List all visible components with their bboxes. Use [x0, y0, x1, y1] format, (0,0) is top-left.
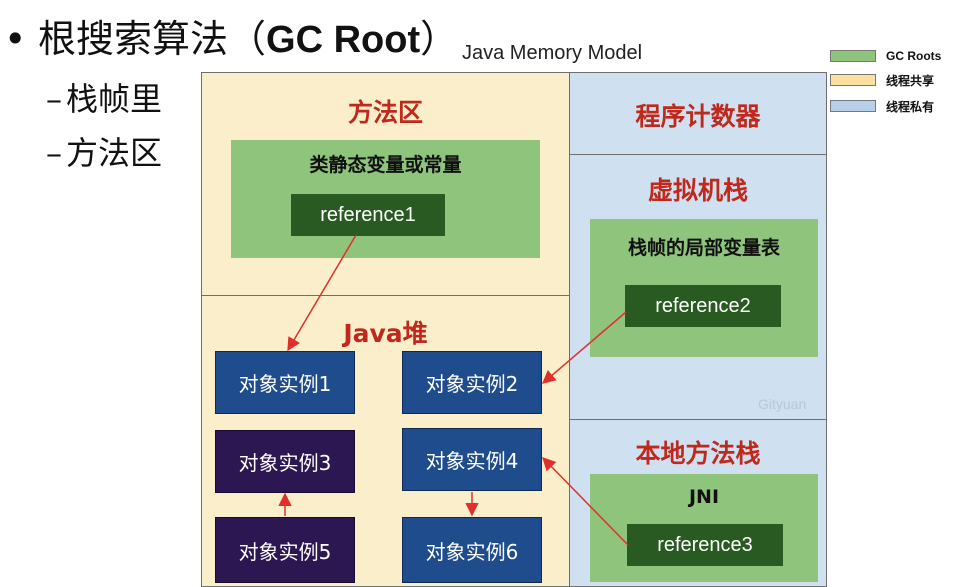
object-instance-3: 对象实例3: [215, 430, 355, 493]
legend-swatch-gc-roots: [830, 50, 876, 62]
bullet-main-suffix: ）: [420, 17, 459, 61]
vm-stack-title: 虚拟机栈: [647, 176, 748, 205]
bullet-sub-item: –栈帧里: [46, 74, 162, 120]
native-stack-title: 本地方法栈: [635, 439, 761, 468]
method-area-region: 方法区 类静态变量或常量 reference1: [201, 72, 570, 296]
legend-item-shared: 线程共享: [830, 72, 934, 88]
object-instance-1: 对象实例1: [215, 351, 355, 414]
reference1-box: reference1: [291, 194, 445, 236]
local-vars-gc-root: 栈帧的局部变量表 reference2: [590, 219, 818, 357]
method-area-title: 方法区: [347, 98, 423, 127]
bullet-sub-label: 方法区: [66, 134, 163, 172]
pc-register-title: 程序计数器: [635, 102, 761, 131]
java-heap-title: Java堆: [343, 319, 428, 348]
bullet-sub-dash: –: [46, 134, 62, 172]
object-instance-6: 对象实例6: [402, 517, 542, 583]
reference3-box: reference3: [627, 524, 783, 566]
legend-swatch-private: [830, 100, 876, 112]
native-stack-region: 本地方法栈 JNI reference3: [569, 419, 827, 587]
legend-label: 线程私有: [886, 99, 935, 114]
bullet-main-en: GC Root: [266, 19, 421, 61]
pc-register-region: 程序计数器: [569, 72, 827, 155]
bullet-main-prefix: 根搜索算法（: [38, 17, 267, 61]
legend-swatch-shared: [830, 74, 876, 86]
local-vars-label: 栈帧的局部变量表: [627, 237, 780, 259]
bullet-marker: •: [4, 17, 27, 61]
legend-label: 线程共享: [886, 73, 935, 88]
reference2-box: reference2: [625, 285, 781, 327]
bullet-sub-label: 栈帧里: [66, 80, 163, 118]
legend-item-gc-roots: GC Roots: [830, 48, 941, 64]
object-instance-4: 对象实例4: [402, 428, 542, 491]
bullet-sub-item: –方法区: [46, 128, 162, 174]
jni-gc-root: JNI reference3: [590, 474, 818, 582]
watermark: Gityuan: [758, 396, 807, 412]
object-instance-2: 对象实例2: [402, 351, 542, 414]
vm-stack-region: 虚拟机栈 栈帧的局部变量表 reference2 Gityuan: [569, 154, 827, 420]
object-instance-5: 对象实例5: [215, 517, 355, 583]
diagram-title: Java Memory Model: [462, 42, 643, 64]
static-vars-gc-root: 类静态变量或常量 reference1: [231, 140, 540, 258]
bullet-sub-dash: –: [46, 80, 62, 118]
legend-item-private: 线程私有: [830, 98, 934, 114]
jni-label: JNI: [688, 486, 720, 508]
bullet-main: •根搜索算法（GC Root）: [4, 8, 458, 63]
legend-label: GC Roots: [886, 49, 942, 63]
static-vars-label: 类静态变量或常量: [309, 154, 462, 176]
